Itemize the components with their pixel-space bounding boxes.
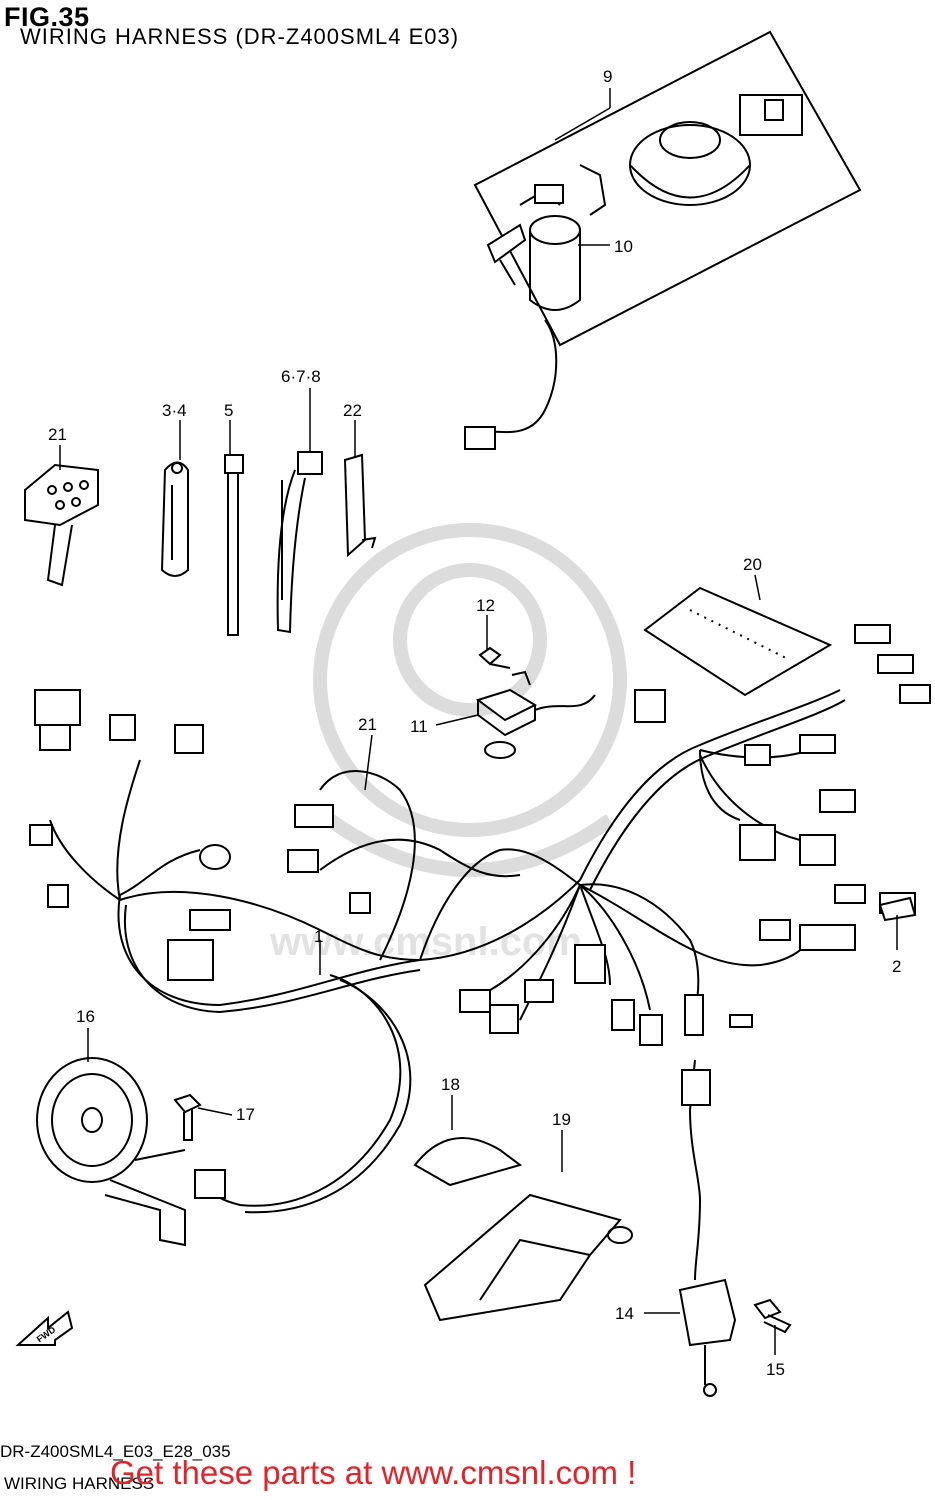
- label-part-5: 5: [224, 401, 233, 420]
- part-12-screw: [478, 646, 511, 669]
- part-2-fuse: [878, 896, 917, 922]
- diagram-code: DR-Z400SML4_E03_E28_035: [0, 1442, 231, 1461]
- label-part-3-4: 3·4: [162, 401, 187, 420]
- figure-number: FIG.35: [4, 2, 90, 32]
- label-part-13: 14: [615, 1304, 634, 1323]
- label-part-21: 21: [358, 715, 377, 734]
- horn-connector: [194, 1169, 226, 1199]
- part-6-7-8-band: [276, 451, 323, 634]
- part-14-bolt: [753, 1298, 792, 1334]
- figure-subtitle: WIRING HARNESS (DR-Z400SML4 E03): [20, 24, 460, 49]
- label-part-19: 22: [343, 401, 362, 420]
- part-19-clip: [343, 453, 377, 558]
- part-3-4-clamp: [160, 461, 189, 577]
- label-part-11: 11: [410, 717, 428, 736]
- part-22-key: [24, 463, 99, 587]
- part-15-horn: [36, 1057, 186, 1247]
- leader-lines: [59, 88, 898, 1355]
- part-9-ignition-assembly: [464, 30, 862, 450]
- label-part-22: 21: [48, 425, 67, 444]
- label-part-15: 16: [76, 1007, 95, 1026]
- part-16-bolt: [173, 1093, 202, 1141]
- label-part-18: 19: [552, 1110, 571, 1129]
- label-part-16: 17: [236, 1105, 255, 1124]
- harness-connectors: [29, 624, 931, 1046]
- part-11-switch: [475, 670, 596, 759]
- label-part-20: 20: [743, 555, 762, 574]
- fwd-arrow-icon: [15, 1310, 74, 1346]
- part-13-sensor: [678, 1059, 737, 1397]
- part-number-labels: 9 10 21 3·4 5 6·7·8 22 20 12 11 21 1 2 1…: [48, 67, 901, 1379]
- part-1-main-harness: [49, 689, 846, 1214]
- part-17-cover: [413, 1137, 523, 1187]
- label-part-2: 2: [892, 957, 901, 976]
- part-20-label-sheet: [643, 586, 833, 697]
- watermark-logo: [313, 523, 627, 877]
- label-part-12: 12: [476, 596, 495, 615]
- label-part-10: 10: [614, 237, 633, 256]
- diagram-name: WIRING HARNESS: [4, 1474, 155, 1493]
- label-part-1: 1: [314, 927, 323, 946]
- label-part-14: 15: [766, 1360, 785, 1379]
- part-18-bracket: [423, 1193, 633, 1322]
- label-part-6-7-8: 6·7·8: [281, 367, 321, 386]
- part-5-cable-tie: [224, 454, 244, 636]
- label-part-17: 18: [441, 1075, 460, 1094]
- promo-link[interactable]: Get these parts at www.cmsnl.com !: [110, 1454, 637, 1491]
- label-part-9: 9: [603, 67, 612, 86]
